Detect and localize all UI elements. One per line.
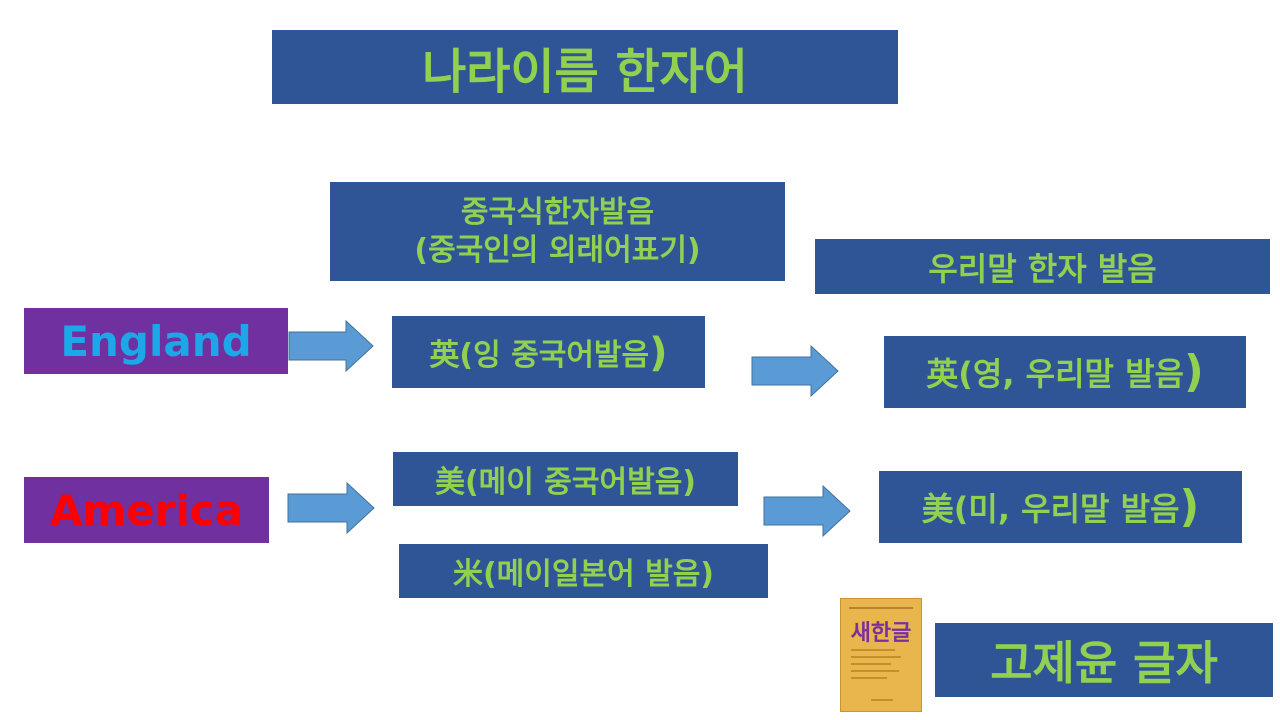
book-cover-text-line: [851, 677, 887, 679]
america-label-text: America: [49, 485, 244, 535]
england-korean-box: 英(영, 우리말 발음): [884, 336, 1246, 408]
england-chinese-box: 英(잉 중국어발음): [392, 316, 705, 388]
page-title-text: 나라이름 한자어: [422, 44, 748, 100]
england-chinese-paren: ): [649, 327, 668, 376]
america-korean-paren: ): [1179, 481, 1200, 532]
america-chinese-to-korean-arrow: [763, 485, 851, 537]
chinese-header-line1: 중국식한자발음: [460, 195, 655, 230]
england-korean-text: 英(영, 우리말 발음: [926, 355, 1184, 393]
america-japanese-text: 米(메이일본어 발음): [452, 557, 715, 592]
chinese-pronunciation-header: 중국식한자발음 (중국인의 외래어표기): [330, 182, 785, 281]
america-chinese-box: 美(메이 중국어발음): [393, 452, 738, 506]
korean-pronunciation-header: 우리말 한자 발음: [815, 239, 1270, 294]
america-korean-text: 美(미, 우리말 발음: [921, 490, 1180, 528]
england-chinese-text: 英(잉 중국어발음: [429, 338, 650, 373]
book-cover-rule: [849, 607, 913, 609]
england-to-chinese-arrow: [288, 320, 374, 372]
england-label: England: [24, 308, 288, 374]
book-cover-text-line: [851, 649, 895, 651]
america-to-chinese-arrow: [287, 482, 375, 534]
england-label-text: England: [60, 316, 252, 366]
america-chinese-text: 美(메이 중국어발음): [434, 465, 697, 500]
england-chinese-to-korean-arrow: [751, 345, 839, 397]
page-title: 나라이름 한자어: [272, 30, 898, 104]
book-cover-text-line: [871, 699, 893, 701]
author-box: 고제윤 글자: [935, 623, 1273, 697]
book-cover-text-line: [851, 663, 891, 665]
author-text: 고제윤 글자: [990, 636, 1218, 690]
book-cover-text-line: [851, 656, 901, 658]
america-korean-box: 美(미, 우리말 발음): [879, 471, 1242, 543]
america-label: America: [24, 477, 269, 543]
book-cover-image: 새한글: [840, 598, 922, 712]
korean-header-text: 우리말 한자 발음: [928, 249, 1157, 288]
book-title: 새한글: [850, 621, 912, 646]
chinese-header-line2: (중국인의 외래어표기): [414, 232, 701, 268]
england-korean-paren: ): [1183, 346, 1204, 397]
america-japanese-box: 米(메이일본어 발음): [399, 544, 768, 598]
book-cover-text-line: [851, 670, 899, 672]
